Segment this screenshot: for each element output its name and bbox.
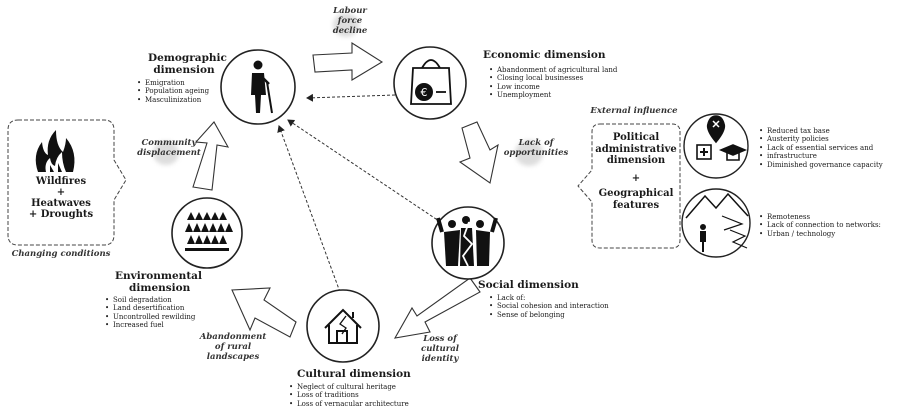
list-item: Loss of traditions [289, 391, 467, 400]
environmental-circle [171, 197, 243, 269]
external-bracket [577, 123, 681, 249]
opportunities-highlight [515, 140, 543, 166]
social-to-demographic-dashed [287, 119, 446, 226]
list-item: infrastructure [759, 152, 900, 161]
external-list-2: Remoteness Lack of connection to network… [758, 213, 900, 239]
list-item: Soil degradation [105, 296, 223, 305]
elderly-person-icon [251, 60, 273, 114]
environmental-list: Soil degradation Land desertification Un… [104, 296, 223, 330]
list-item: Increased fuel [105, 321, 223, 330]
people-crack-icon [436, 216, 498, 267]
demographic-list: Emigration Population ageing Masculiniza… [136, 79, 245, 105]
list-item: Sense of belonging [489, 311, 647, 320]
house-crack-icon [324, 308, 362, 344]
list-item: Social cohesion and interaction [489, 302, 647, 311]
list-item: Lack of: [489, 294, 647, 303]
list-item: Masculinization [137, 96, 245, 105]
list-item: Lack of connection to networks: [759, 221, 900, 230]
forest-icon [185, 212, 233, 251]
social-title: Social dimension [478, 279, 579, 291]
economic-list: Abandonment of agricultural land Closing… [488, 66, 667, 100]
list-item: Land desertification [105, 304, 223, 313]
fire-icon [35, 130, 75, 172]
list-item: Neglect of cultural heritage [289, 383, 467, 392]
list-item: Uncontrolled rewilding [105, 313, 223, 322]
list-item: Austerity policies [759, 135, 900, 144]
cultural-list: Neglect of cultural heritage Loss of tra… [288, 383, 467, 409]
cultural-to-demographic-dashed [277, 125, 341, 293]
external-heading: External influence [590, 106, 678, 116]
community-highlight [153, 141, 179, 165]
services-circle [683, 113, 749, 179]
social-list: Lack of: Social cohesion and interaction… [488, 294, 647, 320]
list-item: Diminished governance capacity [759, 161, 900, 170]
mountain-circle [681, 188, 751, 258]
list-item: Population ageing [137, 87, 245, 96]
economic-title: Economic dimension [483, 49, 606, 61]
rural-arrow [231, 287, 297, 338]
opportunities-arrow [458, 121, 499, 184]
labour-highlight [333, 13, 359, 37]
list-item: Low income [489, 83, 667, 92]
list-item: Loss of vernacular architecture [289, 400, 467, 409]
list-item: Reduced tax base [759, 127, 900, 136]
svg-text:€: € [421, 86, 428, 99]
external-list-1: Reduced tax base Austerity policies Lack… [758, 127, 900, 169]
list-item: Emigration [137, 79, 245, 88]
changing-conditions-caption: Changing conditions [11, 249, 111, 259]
labour-arrow [312, 42, 384, 81]
wildfires-text: Wildfires + Heatwaves + Droughts [28, 176, 94, 220]
list-item: Remoteness [759, 213, 900, 222]
identity-arrow [393, 277, 481, 339]
services-icon [696, 115, 748, 161]
community-arrow [192, 121, 230, 191]
economic-to-demographic-dashed [306, 93, 396, 102]
cultural-title: Cultural dimension [297, 368, 411, 380]
list-item: Closing local businesses [489, 74, 667, 83]
list-item: Lack of essential services and [759, 144, 900, 153]
mountain-road-icon [685, 192, 749, 252]
money-bag-icon: € [410, 59, 452, 105]
list-item: Unemployment [489, 91, 667, 100]
list-item: Urban / technology [759, 230, 900, 239]
list-item: Abandonment of agricultural land [489, 66, 667, 75]
